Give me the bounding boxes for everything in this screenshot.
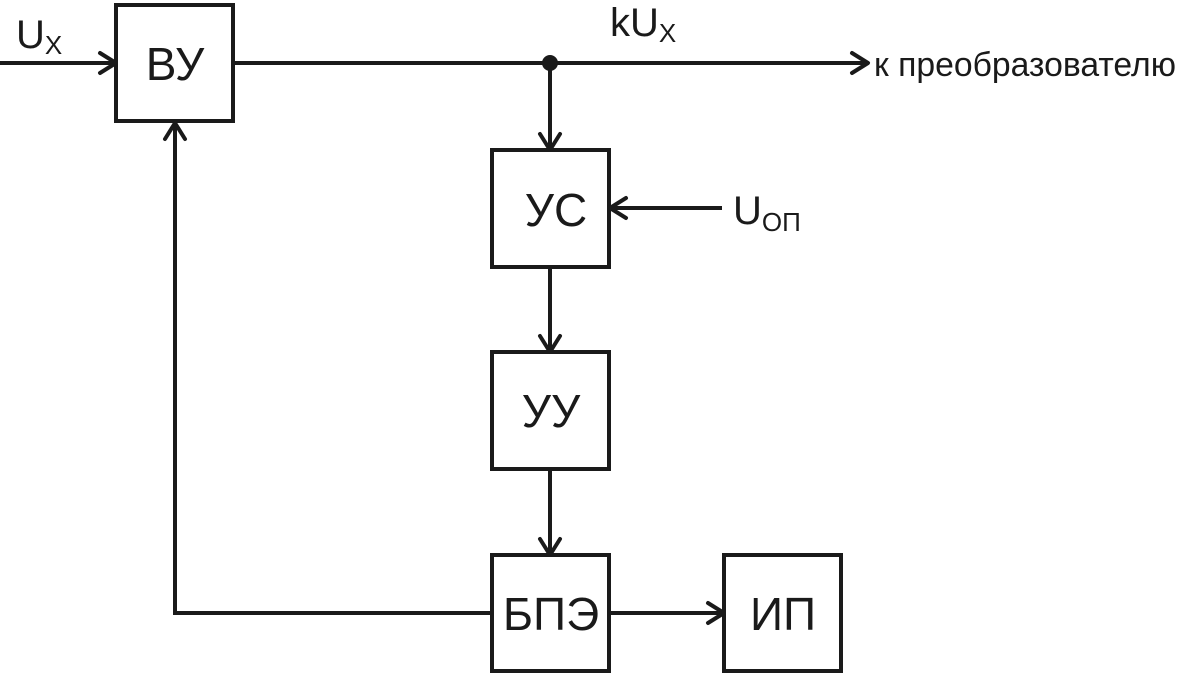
- output-signal-label: kUX: [610, 1, 676, 48]
- output-signal-main: kU: [610, 1, 659, 45]
- input-signal-sub: X: [45, 30, 62, 60]
- reference-signal-main: U: [733, 189, 762, 233]
- block-us-label: УС: [525, 184, 587, 236]
- arrow-to-output: [850, 51, 870, 75]
- block-vu-label: ВУ: [146, 38, 205, 90]
- block-bpe-label: БПЭ: [503, 588, 599, 640]
- wire-feedback-bpe-to-vu: [173, 125, 492, 615]
- block-bpe: БПЭ: [490, 553, 611, 673]
- block-vu: ВУ: [114, 3, 235, 123]
- destination-label: к преобразователю: [874, 46, 1176, 84]
- reference-signal-sub: ОП: [762, 207, 801, 237]
- block-ip-label: ИП: [750, 588, 816, 640]
- block-ip: ИП: [722, 553, 843, 673]
- block-us: УС: [490, 148, 611, 269]
- output-signal-sub: X: [659, 18, 676, 48]
- block-uu: УУ: [490, 350, 611, 471]
- reference-signal-label: UОП: [733, 189, 801, 237]
- input-signal-main: U: [16, 13, 45, 57]
- input-signal-label: UX: [16, 13, 62, 60]
- block-uu-label: УУ: [522, 385, 581, 437]
